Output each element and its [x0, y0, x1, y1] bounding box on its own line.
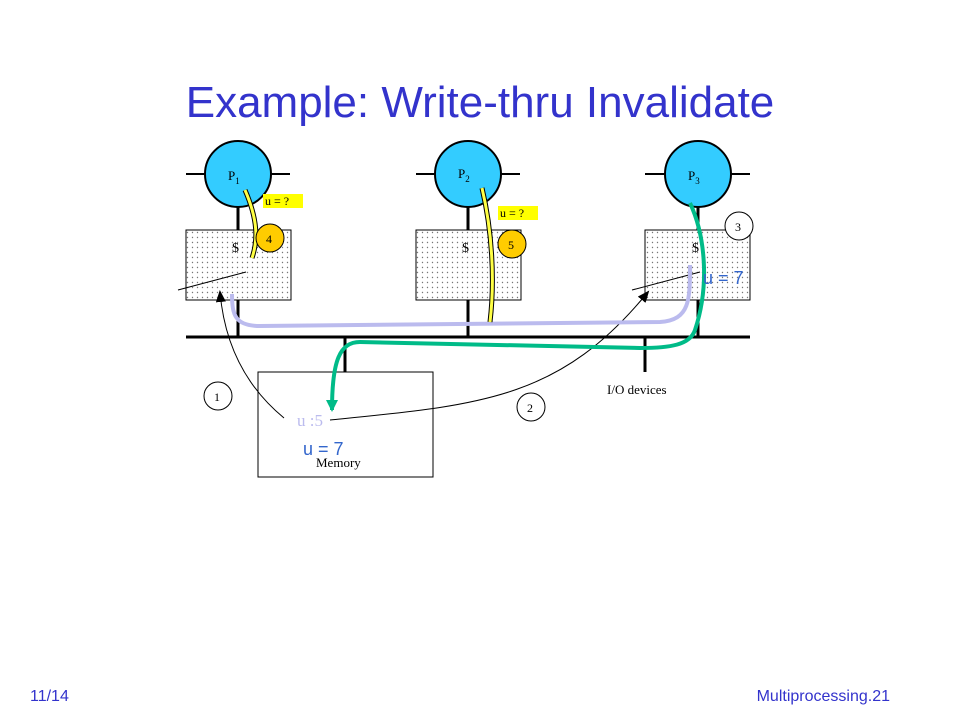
read-path-p2-fill [480, 187, 494, 323]
cache-2-label: $ [462, 241, 469, 256]
processor-2-label: P [458, 166, 465, 181]
read-label-p2: u = ? [500, 206, 524, 220]
processor-3: P3 [645, 140, 750, 208]
step-badge-1: 1 [203, 381, 233, 411]
processor-2-sub: 2 [465, 174, 470, 184]
write-path [326, 202, 707, 412]
svg-text:3: 3 [735, 220, 741, 234]
processor-3-sub: 3 [695, 176, 700, 186]
step-badge-2: 2 [516, 392, 546, 422]
step-badge-5: 5 [497, 229, 527, 259]
svg-text:P1: P1 [228, 168, 240, 186]
svg-text:1: 1 [214, 390, 220, 404]
io-devices-label: I/O devices [607, 382, 667, 397]
svg-text:P3: P3 [688, 168, 700, 186]
processor-1-label: P [228, 168, 235, 183]
read-path-p1-fill [243, 189, 258, 259]
memory-label: Memory [316, 455, 361, 470]
cache-3-value: u = 7 [703, 268, 744, 288]
svg-text:2: 2 [527, 401, 533, 415]
processor-2: P2 [416, 140, 520, 208]
svg-text:P2: P2 [458, 166, 470, 184]
cache-3-label: $ [692, 241, 699, 256]
slide-date: 11/14 [30, 688, 69, 705]
svg-text:4: 4 [266, 232, 272, 246]
svg-text:5: 5 [508, 238, 514, 252]
cache-1-line [177, 271, 247, 291]
processor-1: P1 [186, 140, 290, 208]
step-badge-3: 3 [724, 211, 754, 241]
read-label-p1-bg [263, 194, 303, 208]
slide-number: Multiprocessing.21 [756, 688, 890, 705]
processor-1-sub: 1 [235, 176, 240, 186]
processor-3-label: P [688, 168, 695, 183]
step-2-arrow [329, 290, 650, 421]
invalidate-path [230, 264, 692, 329]
memory-new-value: u = 7 [303, 439, 344, 459]
slide-title: Example: Write-thru Invalidate [185, 78, 775, 127]
memory-box [257, 371, 434, 478]
memory-old-value: u :5 [297, 411, 323, 430]
cache-1-label: $ [232, 241, 239, 256]
read-label-p1: u = ? [265, 194, 289, 208]
step-badge-4: 4 [255, 223, 285, 253]
read-label-p2-bg [498, 206, 538, 220]
step-1-arrow [215, 290, 285, 419]
